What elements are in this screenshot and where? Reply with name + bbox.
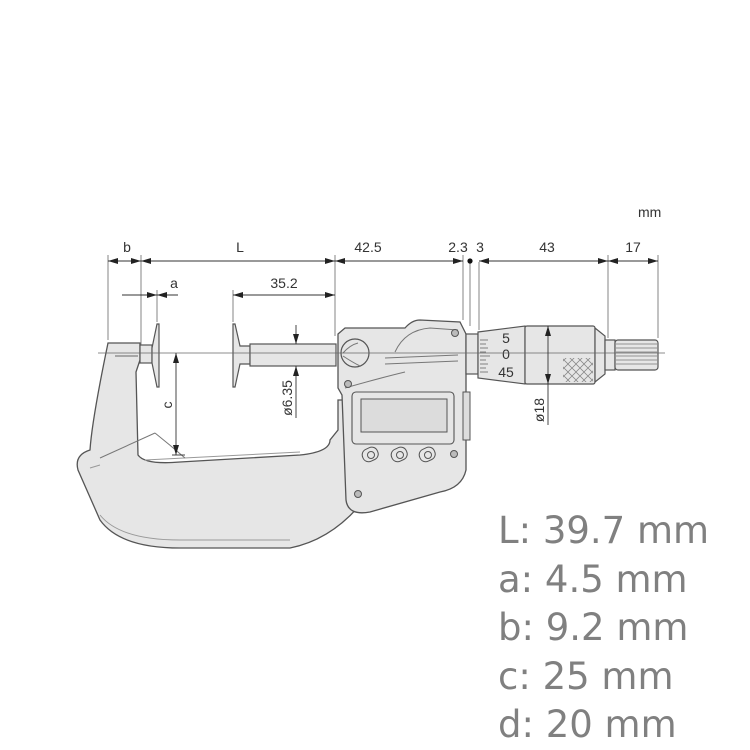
- anvil-disc: [139, 323, 160, 388]
- dim-35-2-label: 35.2: [270, 275, 297, 291]
- side-slider: [462, 391, 471, 441]
- spec-a: a: 4.5 mm: [498, 557, 688, 601]
- datum-dot: [467, 258, 473, 264]
- dim-c-label: c: [159, 402, 175, 409]
- spec-d: d: 20 mm: [498, 703, 677, 746]
- buttons: [361, 446, 436, 463]
- lcd-display: [360, 398, 448, 433]
- dim-a-label: a: [170, 275, 178, 291]
- thimble-scale-45: 45: [498, 364, 514, 380]
- dim-thimble-dia-label: ø18: [531, 398, 547, 422]
- thimble-scale-5: 5: [502, 330, 510, 346]
- dim-42-5-label: 42.5: [354, 239, 381, 255]
- spec-c: c: 25 mm: [498, 654, 674, 698]
- knurl-pattern: [563, 358, 593, 382]
- ratchet: [614, 339, 659, 371]
- dim-17-label: 17: [625, 239, 641, 255]
- thimble-scale-0: 0: [502, 346, 510, 362]
- sleeve: [465, 325, 526, 385]
- screws: [344, 329, 459, 498]
- dim-43-label: 43: [539, 239, 555, 255]
- spec-list: L: 39.7 mm a: 4.5 mm b: 9.2 mm c: 25 mm …: [498, 507, 709, 750]
- dim-spindle-dia-label: ø6.35: [279, 380, 295, 416]
- dim-L-label: L: [236, 239, 244, 255]
- spindle-disc: [232, 323, 337, 388]
- frame: [76, 342, 361, 549]
- spec-L: L: 39.7 mm: [498, 509, 710, 552]
- dimension-lines: [108, 258, 658, 456]
- unit-label: mm: [638, 204, 661, 220]
- dim-2-3-label: 2.3: [448, 239, 468, 255]
- dim-b-label: b: [123, 239, 131, 255]
- spec-b: b: 9.2 mm: [498, 606, 689, 649]
- dim-3-label: 3: [476, 239, 484, 255]
